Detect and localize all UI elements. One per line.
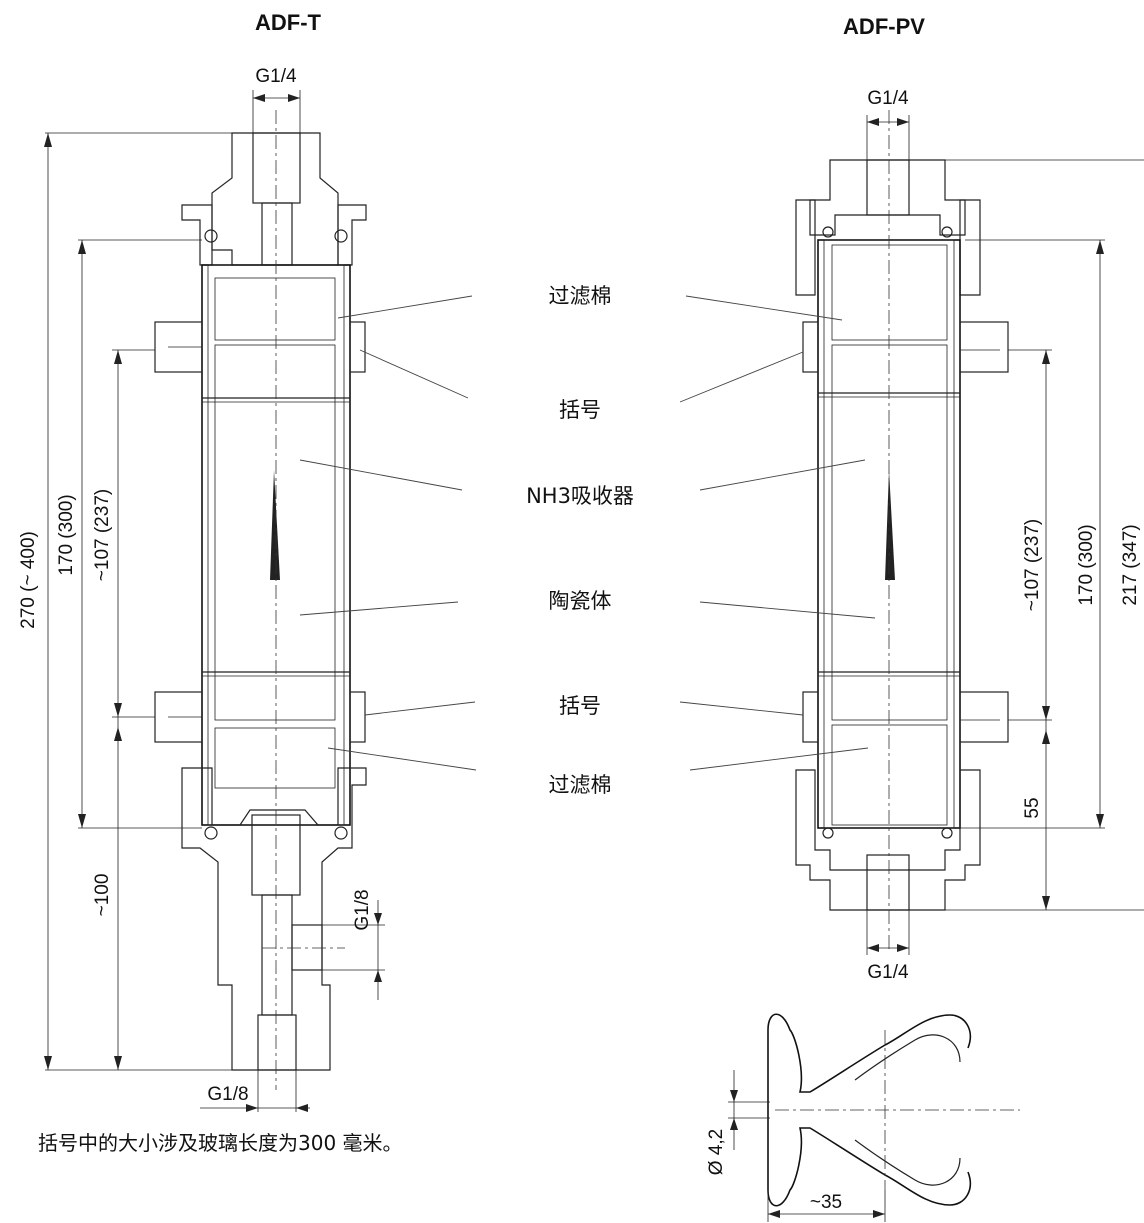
right-217-dim: 217 (347) bbox=[1120, 524, 1141, 605]
right-g14-bottom-dim: G1/4 bbox=[867, 962, 909, 983]
right-170-dim: 170 (300) bbox=[1076, 524, 1097, 605]
clip-width-dim: ~35 bbox=[810, 1192, 842, 1213]
right-title: ADF-PV bbox=[843, 14, 925, 39]
adf-pv-drawing bbox=[795, 110, 1144, 955]
clip-detail bbox=[728, 1013, 1020, 1222]
clip-diameter-dim: Ø 4,2 bbox=[706, 1129, 727, 1175]
left-g18-side-dim: G1/8 bbox=[352, 889, 373, 930]
left-g18-bottom-dim: G1/8 bbox=[207, 1084, 248, 1105]
left-270-dim: 270 (~ 400) bbox=[18, 531, 39, 629]
adf-t-drawing bbox=[44, 90, 385, 1112]
left-g14-top-dim: G1/4 bbox=[255, 66, 297, 87]
left-100-dim: ~100 bbox=[92, 874, 113, 917]
left-170-dim: 170 (300) bbox=[56, 494, 77, 575]
right-107-dim: ~107 (237) bbox=[1022, 519, 1043, 611]
footnote: 括号中的大小涉及玻璃长度为300 毫米。 bbox=[38, 1131, 403, 1155]
label-ceramic-body: 陶瓷体 bbox=[549, 589, 612, 613]
label-filter-cotton-bottom: 过滤棉 bbox=[549, 773, 612, 797]
right-g14-top-dim: G1/4 bbox=[867, 88, 909, 109]
label-bracket-top: 括号 bbox=[559, 398, 601, 422]
leader-lines bbox=[299, 295, 876, 771]
right-55-dim: 55 bbox=[1022, 797, 1043, 818]
left-title: ADF-T bbox=[255, 10, 322, 35]
left-107-dim: ~107 (237) bbox=[92, 489, 113, 581]
label-nh3-absorber: NH3吸收器 bbox=[526, 484, 634, 508]
label-bracket-bottom: 括号 bbox=[559, 694, 601, 718]
label-filter-cotton-top: 过滤棉 bbox=[549, 284, 612, 308]
